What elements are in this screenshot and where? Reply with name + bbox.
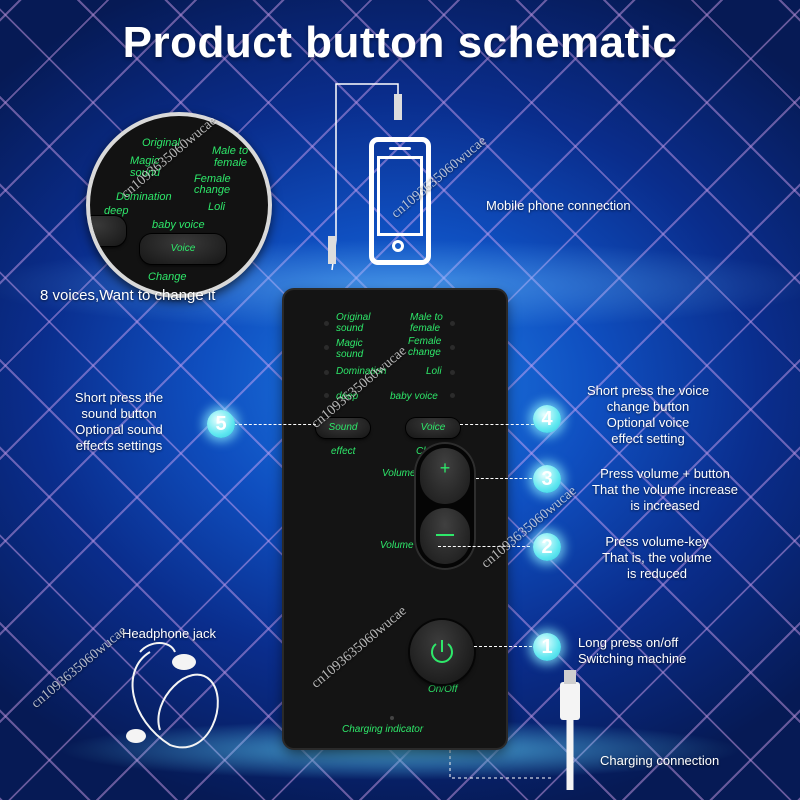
sound-button-label: Sound <box>328 422 358 433</box>
page-title: Product button schematic <box>122 18 678 67</box>
magnifier-caption: 8 voices,Want to change it <box>40 287 216 304</box>
headphone-jack-label: Headphone jack <box>122 626 216 641</box>
callout-badge-4: 4 <box>533 405 561 433</box>
earbud-left <box>126 729 146 743</box>
volume-rocker: + <box>414 442 476 570</box>
mobile-connection-label: Mobile phone connection <box>486 198 631 213</box>
magnifier-closeup: Original Magic sound Male to female Fema… <box>86 112 272 298</box>
voice-button-label: Voice <box>420 422 446 433</box>
voice-baby-voice: baby voice <box>390 391 438 402</box>
mag-label-baby-voice: baby voice <box>152 219 205 231</box>
mag-label-female-change: Female change <box>194 173 231 196</box>
charging-indicator-label: Charging indicator <box>342 724 424 735</box>
volume-up-button[interactable]: + <box>420 448 470 504</box>
mag-label-sound: sound <box>130 167 160 179</box>
mag-label-male-to: Male to <box>212 145 249 157</box>
phone-plug-top <box>394 94 402 120</box>
mag-label-deep: deep <box>104 205 129 217</box>
mag-label-original: Original <box>142 137 180 149</box>
mag-label-female: female <box>214 157 248 169</box>
phone-plug-bottom <box>328 236 336 264</box>
earphone-cable <box>131 651 219 749</box>
sound-effect-label: effect <box>331 446 356 457</box>
mag-label-change: Change <box>148 271 187 283</box>
callout-badge-3: 3 <box>533 465 561 493</box>
callout-badge-1: 1 <box>533 633 561 661</box>
power-button[interactable] <box>410 620 474 684</box>
mag-label-domination: Domination <box>116 191 172 203</box>
plus-icon: + <box>439 458 451 478</box>
voice-deep: deep <box>336 391 359 402</box>
charging-connection-label: Charging connection <box>600 753 720 768</box>
mag-label-magic: Magic <box>130 155 160 167</box>
power-icon <box>431 640 453 663</box>
callout-badge-5: 5 <box>207 410 235 438</box>
voice-change-button[interactable]: Voice <box>406 418 460 438</box>
minus-icon <box>436 534 454 536</box>
sound-button[interactable]: Sound <box>316 418 370 438</box>
phone-icon <box>369 137 431 265</box>
earbud-right <box>172 654 196 670</box>
mag-sound-button <box>90 216 126 246</box>
callout-badge-2: 2 <box>533 533 561 561</box>
voice-loli: Loli <box>426 366 442 377</box>
charging-indicator-led <box>390 716 394 720</box>
volume-down-label: Volume <box>380 540 414 551</box>
volume-down-button[interactable] <box>420 508 470 564</box>
power-label: On/Off <box>428 684 458 695</box>
usb-plug <box>560 682 580 720</box>
mag-voice-label: Voice <box>170 243 196 254</box>
mag-voice-button: Voice <box>140 234 226 264</box>
charging-lead <box>449 750 552 779</box>
voice-domination: Domination <box>336 366 387 377</box>
mag-label-loli: Loli <box>208 201 226 213</box>
volume-up-label: Volume <box>382 468 416 479</box>
